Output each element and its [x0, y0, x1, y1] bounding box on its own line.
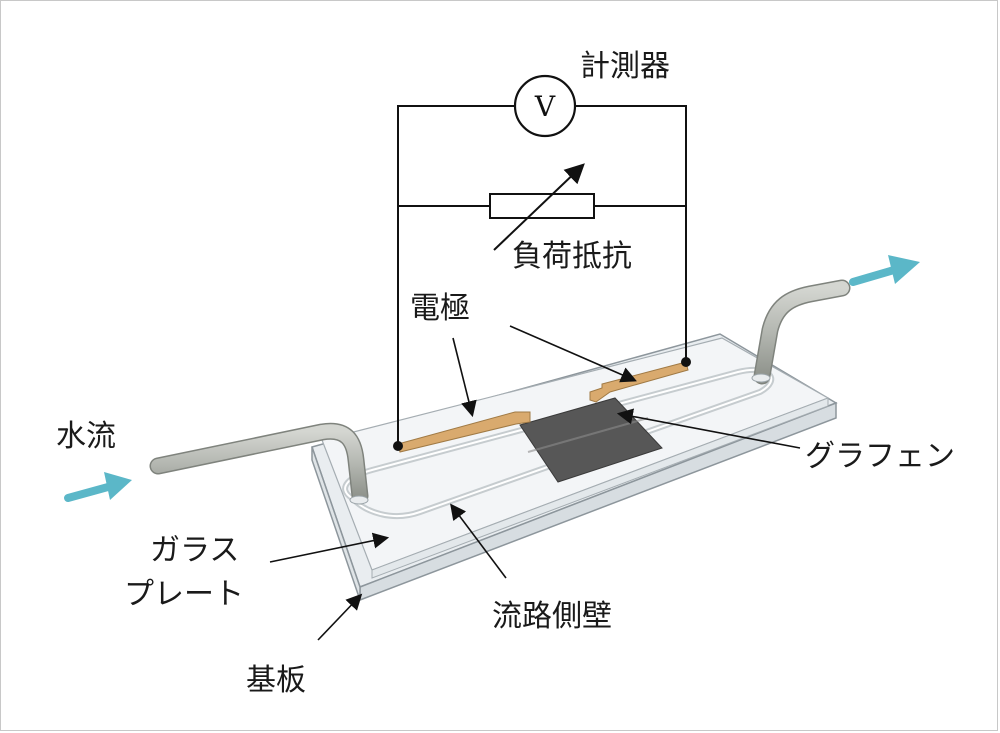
- load-resistor: [489, 163, 595, 251]
- label-water-flow: 水流: [56, 419, 116, 454]
- label-electrode: 電極: [410, 291, 470, 326]
- terminal-left: [393, 441, 403, 451]
- voltmeter-symbol: V: [534, 90, 556, 123]
- label-glass-plate-1: ガラス: [150, 533, 239, 568]
- outlet-tube: [751, 279, 851, 385]
- label-channel-wall: 流路側壁: [492, 599, 612, 634]
- inlet-tube: [149, 422, 369, 505]
- label-substrate: 基板: [246, 663, 306, 698]
- circuit-wires: [397, 105, 687, 446]
- label-glass-plate-2: プレート: [124, 577, 244, 612]
- label-graphene: グラフェン: [805, 439, 955, 474]
- terminal-right: [681, 357, 691, 367]
- flow-in-arrow: [64, 472, 132, 502]
- flow-out-arrow: [849, 255, 920, 286]
- leader-lines: [269, 325, 801, 641]
- label-load-resistor: 負荷抵抗: [512, 239, 632, 274]
- label-meter: 計測器: [580, 49, 670, 84]
- electrodes: [397, 361, 689, 453]
- voltmeter: V: [513, 74, 577, 138]
